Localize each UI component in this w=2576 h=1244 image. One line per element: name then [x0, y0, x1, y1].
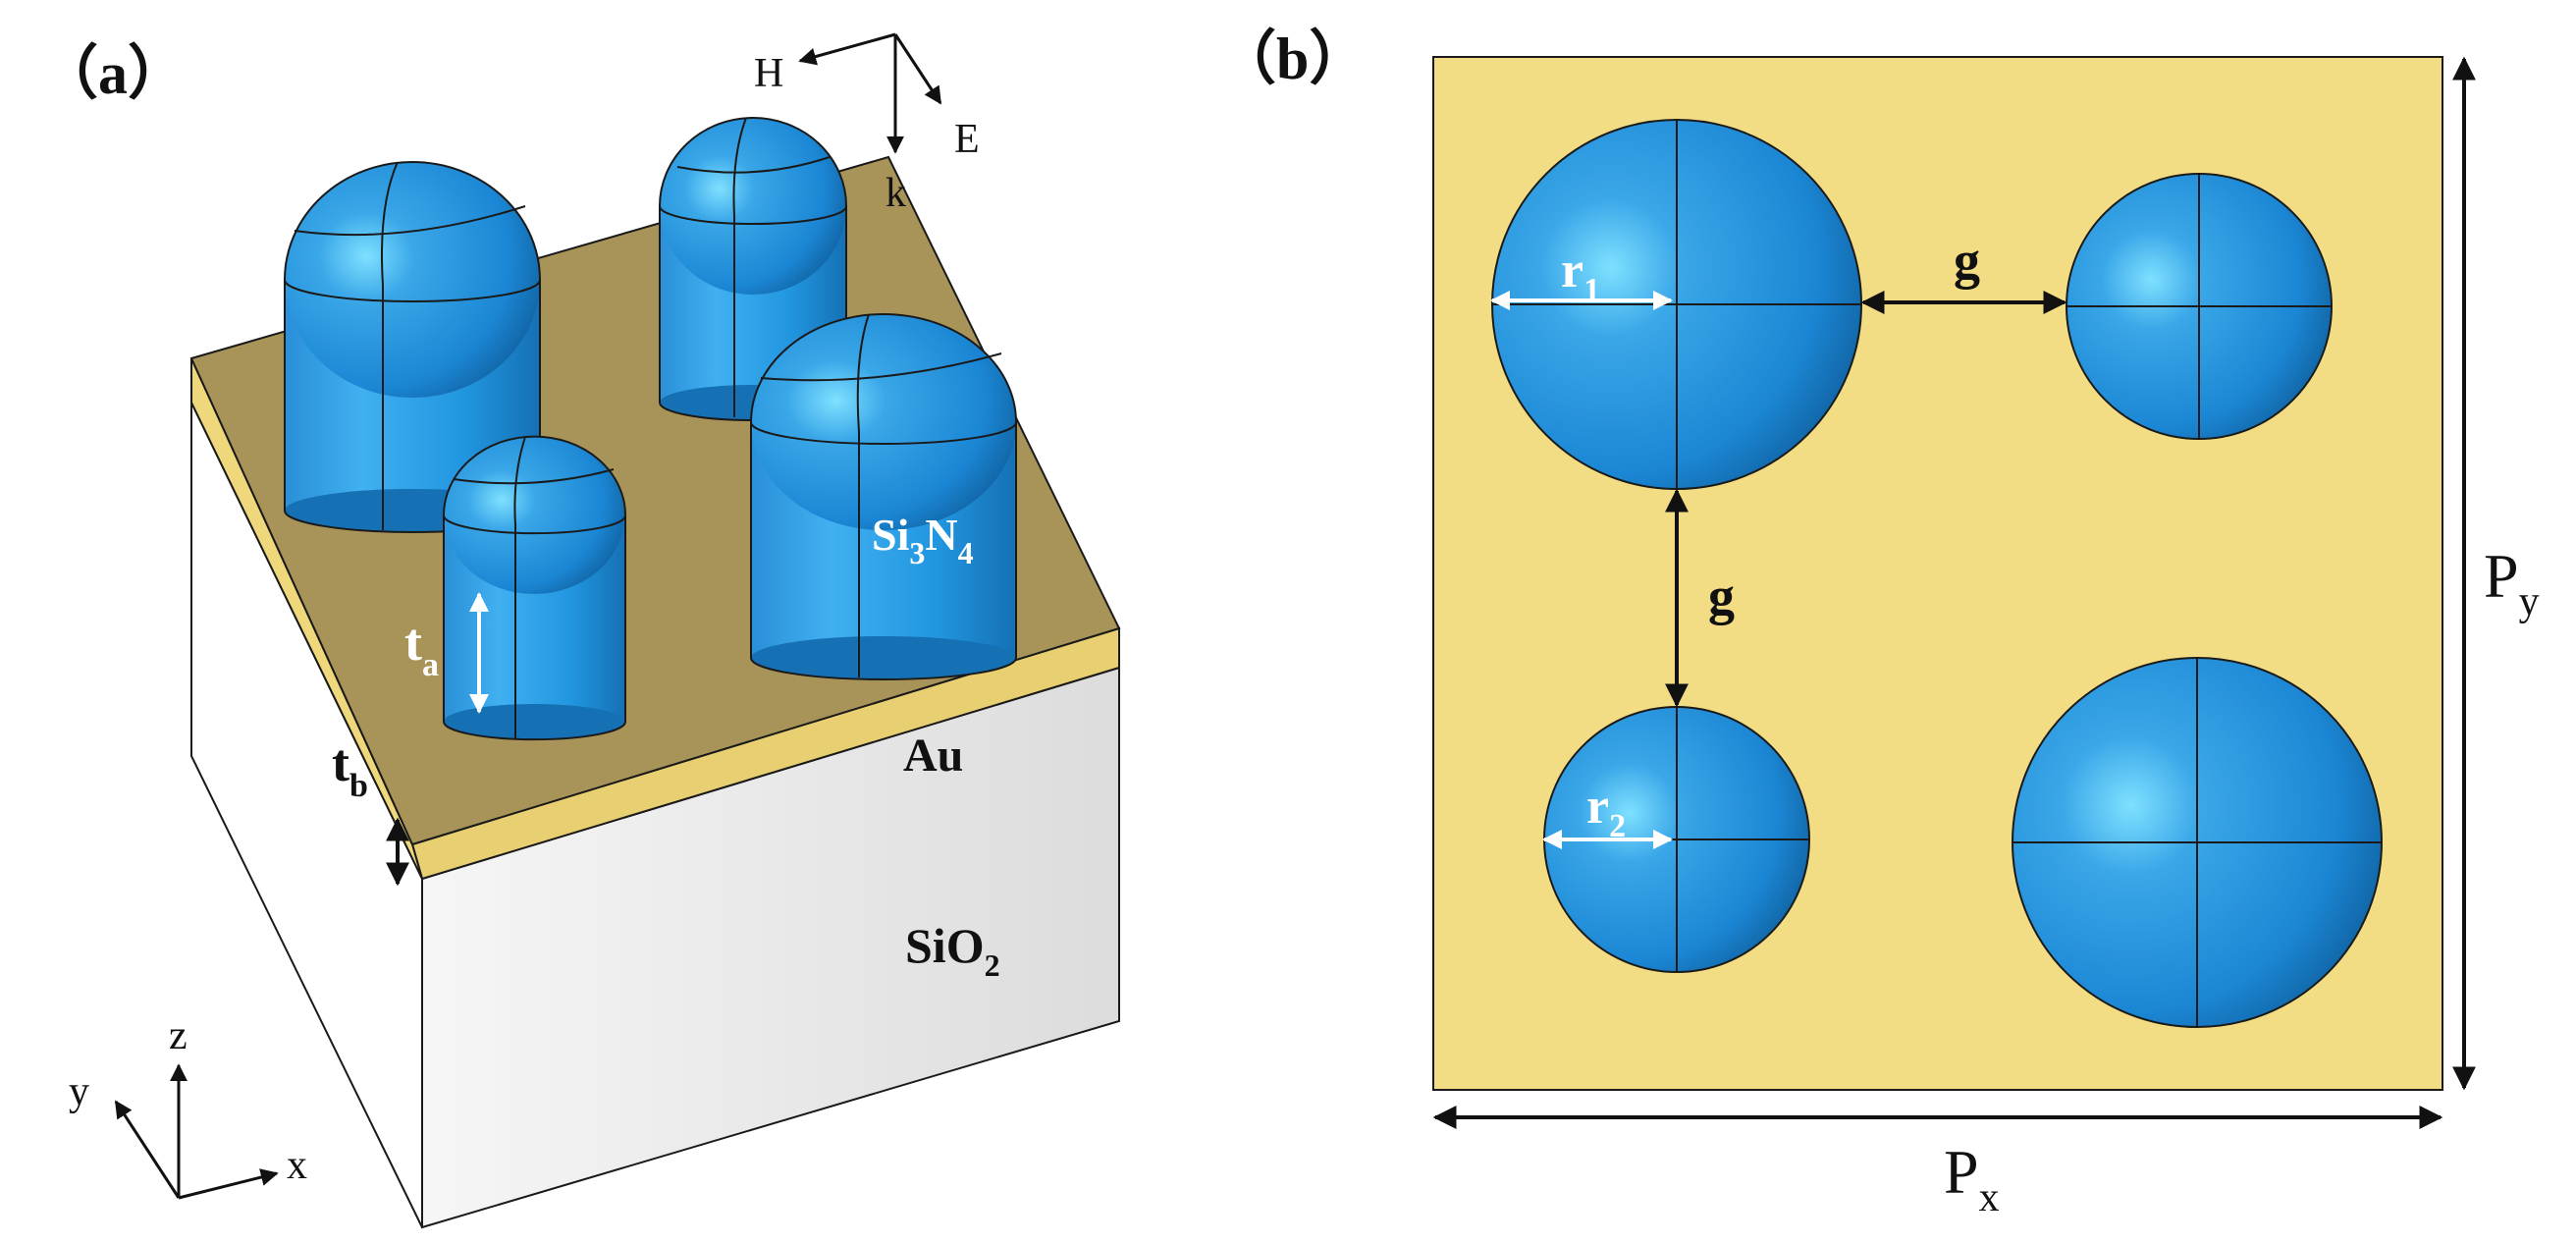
si3n4-label: Si3N4: [872, 510, 974, 570]
px-label: Px: [1944, 1137, 2000, 1220]
sphere-bottom-right: [2012, 657, 2383, 1028]
h-arrow: [798, 32, 896, 66]
ta-label: ta: [404, 613, 439, 683]
py-label: Py: [2484, 541, 2540, 624]
gap-vertical-label: g: [1708, 567, 1735, 625]
h-label: H: [754, 51, 783, 96]
z-axis-label: z: [169, 1013, 188, 1058]
coordinate-axes: z x y: [69, 1013, 307, 1200]
y-axis-arrow: [114, 1100, 181, 1199]
polarization-triad: H E k: [754, 32, 980, 216]
r2-label: r2: [1586, 779, 1626, 844]
particle-front-right: Si3N4: [750, 313, 1017, 680]
sphere-top-right: [2066, 173, 2333, 440]
sio2-label: SiO2: [905, 918, 1000, 983]
particle-front-left: ta: [404, 435, 626, 741]
y-axis-label: y: [69, 1069, 89, 1114]
tb-label: tb: [332, 733, 368, 804]
k-label: k: [886, 171, 906, 216]
e-arrow: [893, 33, 942, 105]
panel-b-label: （b）: [1217, 26, 1368, 91]
x-axis-arrow: [178, 1168, 279, 1200]
sphere-top-left: [1491, 119, 1862, 490]
e-label: E: [954, 117, 980, 162]
gap-horizontal-label: g: [1954, 231, 1980, 290]
panel-b: （b） r1 r2: [1217, 26, 2540, 1220]
x-axis-label: x: [287, 1143, 307, 1188]
r1-label: r1: [1561, 243, 1600, 308]
au-label-a: Au: [903, 730, 963, 782]
panel-a: （a）: [39, 32, 1121, 1229]
panel-a-label: （a）: [39, 40, 187, 106]
